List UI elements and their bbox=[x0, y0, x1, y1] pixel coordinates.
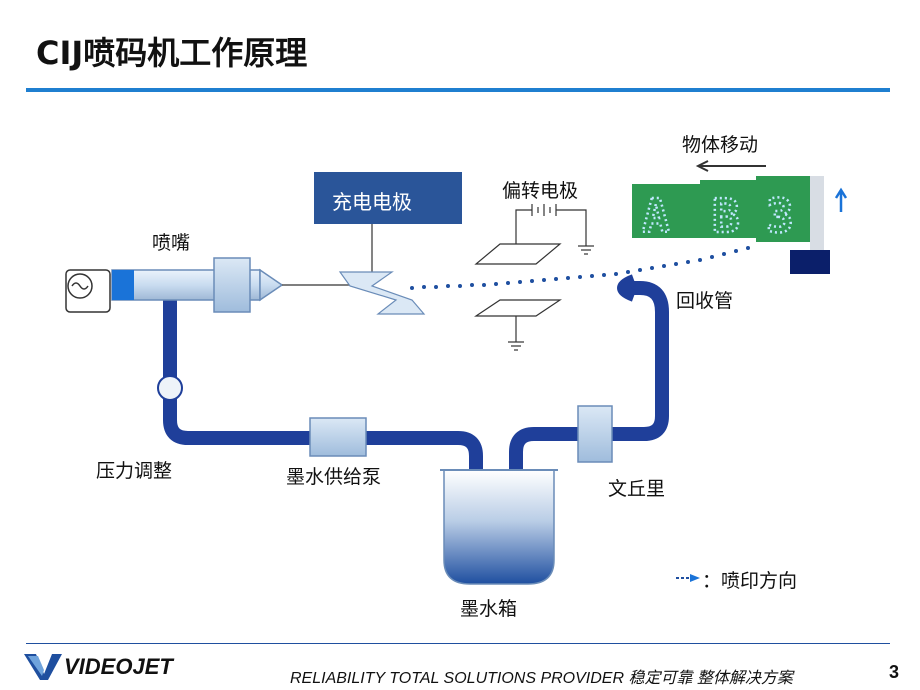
droplet-stream bbox=[410, 246, 750, 290]
ink-pump-label: 墨水供给泵 bbox=[286, 466, 382, 488]
page-number: 3 bbox=[889, 662, 900, 682]
charge-electrode-plate bbox=[338, 271, 426, 315]
ink-pump-icon bbox=[309, 417, 367, 457]
venturi-icon bbox=[577, 405, 613, 463]
return-tube-label: 回收管 bbox=[676, 290, 734, 312]
ink-tank bbox=[443, 469, 555, 585]
footer-divider bbox=[26, 643, 890, 644]
printed-char-a: A bbox=[642, 189, 670, 243]
product-block bbox=[790, 250, 830, 274]
charge-electrode-label: 充电电极 bbox=[332, 190, 412, 214]
left-arrow-icon bbox=[695, 160, 766, 172]
ink-tank-label: 墨水箱 bbox=[460, 598, 518, 620]
printed-char-3: 3 bbox=[766, 189, 794, 243]
object-moving-label: 物体移动 bbox=[682, 134, 759, 156]
footer-tagline: RELIABILITY TOTAL SOLUTIONS PROVIDER 稳定可… bbox=[290, 670, 793, 687]
pressure-regulator-icon bbox=[157, 375, 183, 401]
videojet-logo: VIDEOJET bbox=[24, 654, 174, 680]
deflection-electrode-label: 偏转电极 bbox=[502, 180, 579, 202]
printed-characters: A B 3 bbox=[641, 188, 795, 245]
page-title: CIJ喷码机工作原理 bbox=[36, 34, 308, 72]
return-pipe bbox=[509, 281, 669, 492]
venturi-label: 文丘里 bbox=[608, 478, 666, 500]
return-collector bbox=[617, 274, 637, 302]
nozzle-label: 喷嘴 bbox=[152, 232, 191, 254]
cij-diagram: A B 3 bbox=[65, 160, 848, 585]
svg-text:VIDEOJET: VIDEOJET bbox=[64, 654, 174, 679]
print-direction-label: ：喷印方向 bbox=[702, 570, 798, 592]
pressure-regulator-label: 压力调整 bbox=[96, 460, 173, 482]
charge-electrode-box bbox=[314, 172, 462, 224]
up-arrow-icon bbox=[834, 187, 848, 212]
title-divider bbox=[26, 88, 890, 92]
printed-char-b: B bbox=[712, 189, 740, 243]
print-direction-legend-icon bbox=[676, 574, 700, 582]
deflection-electrodes bbox=[474, 204, 594, 351]
printed-object bbox=[632, 176, 824, 250]
